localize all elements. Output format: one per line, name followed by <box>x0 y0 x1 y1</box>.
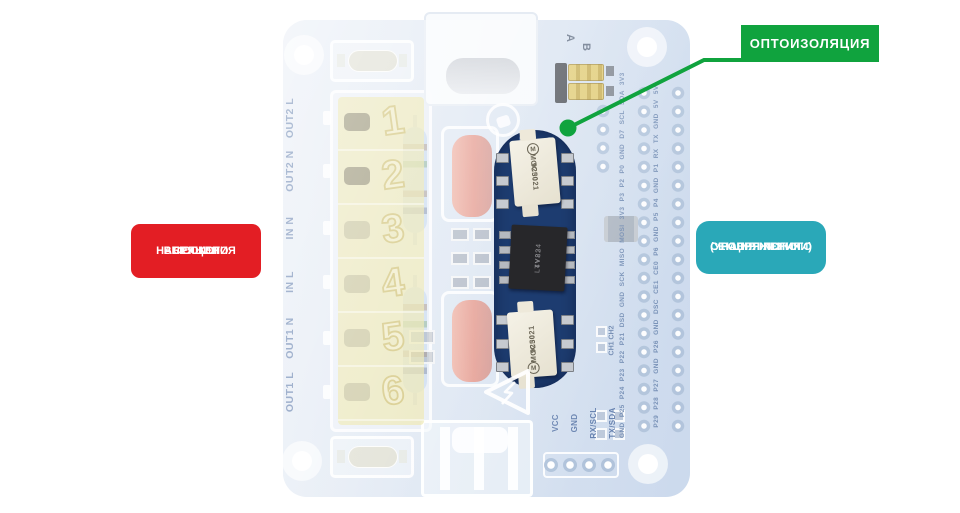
relay <box>421 420 533 497</box>
low-voltage-line1: СЕКЦИЯ НИЗКОГО <box>710 241 812 254</box>
jumper-pins <box>606 86 614 96</box>
chip-date-code: 9250 <box>526 334 538 354</box>
smd-resistor <box>473 276 491 289</box>
jumper-cap <box>568 64 604 81</box>
smd-resistor <box>451 276 469 289</box>
smd-resistor <box>473 252 491 265</box>
terminal-label: OUT1 L <box>284 371 296 413</box>
smd-resistor <box>473 228 491 241</box>
terminal-cell: 5 <box>338 313 424 367</box>
high-voltage-label: СЕКЦИЯ ВЫСОКОГО НАПРЯЖЕНИЯ <box>131 224 261 278</box>
jumper-label-a: A <box>564 34 576 42</box>
channel-jumper <box>596 342 607 353</box>
terminal-label: IN N <box>284 216 296 240</box>
serial-pad <box>544 458 558 472</box>
warning-triangle-icon <box>484 369 530 415</box>
serial-label: RX/SCL <box>589 407 598 439</box>
terminal-nub <box>323 331 331 345</box>
terminal-nub <box>323 385 331 399</box>
serial-label: GND <box>570 413 579 433</box>
terminal-cell: 6 <box>338 367 424 421</box>
gpio-labels-left: GND P25 P24 P23 P22 P21 DSD GND SCK MISO… <box>619 72 626 438</box>
gpio-pin-column <box>636 84 652 436</box>
chip-part-number: LTV824 <box>533 242 543 274</box>
chip-date-code: 9250 <box>529 162 541 182</box>
mounting-hole <box>282 441 322 481</box>
terminal-cell: 2 <box>338 151 424 205</box>
smd-resistor <box>451 228 469 241</box>
crystal-oscillator <box>330 436 414 478</box>
jumper-label-b: B <box>580 43 592 51</box>
terminal-cell: 3 <box>338 205 424 259</box>
serial-pad <box>601 458 615 472</box>
terminal-nub <box>323 111 331 125</box>
serial-pad <box>563 458 577 472</box>
optoisolation-text: ОПТОИЗОЛЯЦИЯ <box>749 36 871 51</box>
no-touch-icon <box>486 103 520 137</box>
channel-label: CH1 CH2 <box>608 325 616 356</box>
terminal-cell: 1 <box>338 97 424 151</box>
aux-pin-column <box>595 102 611 178</box>
gpio-labels-right: P29 P28 P27 GND P26 GND DSC CE1 CE0 P6 G… <box>653 85 660 428</box>
terminal-nub <box>323 164 331 178</box>
terminal-nub <box>323 275 331 289</box>
terminal-number: 4 <box>378 259 408 307</box>
serial-pad <box>582 458 596 472</box>
serial-label: VCC <box>551 414 560 432</box>
capacitor <box>452 135 492 217</box>
terminal-label: OUT1 N <box>284 317 296 359</box>
low-voltage-label: СЕКЦИЯ НИЗКОГО НАПРЯЖЕНИЯ (УРОВНЯ ЛОГИКИ… <box>696 221 826 274</box>
jumper-pins <box>555 63 567 103</box>
serial-label: TX/SDA <box>608 407 617 439</box>
mounting-hole <box>628 444 668 484</box>
terminal-cell: 4 <box>338 259 424 313</box>
terminal-nub <box>323 221 331 235</box>
screw-terminal-block: 1 2 3 4 5 6 <box>338 97 424 425</box>
high-voltage-line2: ВЫСОКОГО <box>163 244 229 257</box>
gpio-pin-column <box>670 84 686 436</box>
terminal-number: 2 <box>378 151 408 199</box>
high-voltage-line1: СЕКЦИЯ <box>173 244 219 257</box>
terminal-label: OUT2 L <box>284 97 296 139</box>
optoisolation-label: ОПТОИЗОЛЯЦИЯ <box>741 25 879 62</box>
relay <box>424 12 538 106</box>
low-voltage-line2: НАПРЯЖЕНИЯ <box>721 241 801 254</box>
terminal-number: 1 <box>378 97 408 145</box>
channel-jumper <box>596 326 607 337</box>
smd-resistor <box>451 252 469 265</box>
mounting-hole <box>627 27 667 67</box>
terminal-label: OUT2 N <box>284 150 296 192</box>
jumper-cap <box>568 83 604 100</box>
jumper-pins <box>606 66 614 76</box>
crystal-oscillator <box>330 40 414 82</box>
terminal-number: 3 <box>378 205 408 253</box>
terminal-label: IN L <box>284 271 296 293</box>
terminal-number: 5 <box>378 313 408 361</box>
low-voltage-line3: (УРОВНЯ ЛОГИКИ) <box>710 241 812 254</box>
terminal-number: 6 <box>378 367 408 415</box>
mounting-hole <box>284 35 324 75</box>
high-voltage-line3: НАПРЯЖЕНИЯ <box>156 244 236 257</box>
capacitor-frame <box>441 126 499 222</box>
